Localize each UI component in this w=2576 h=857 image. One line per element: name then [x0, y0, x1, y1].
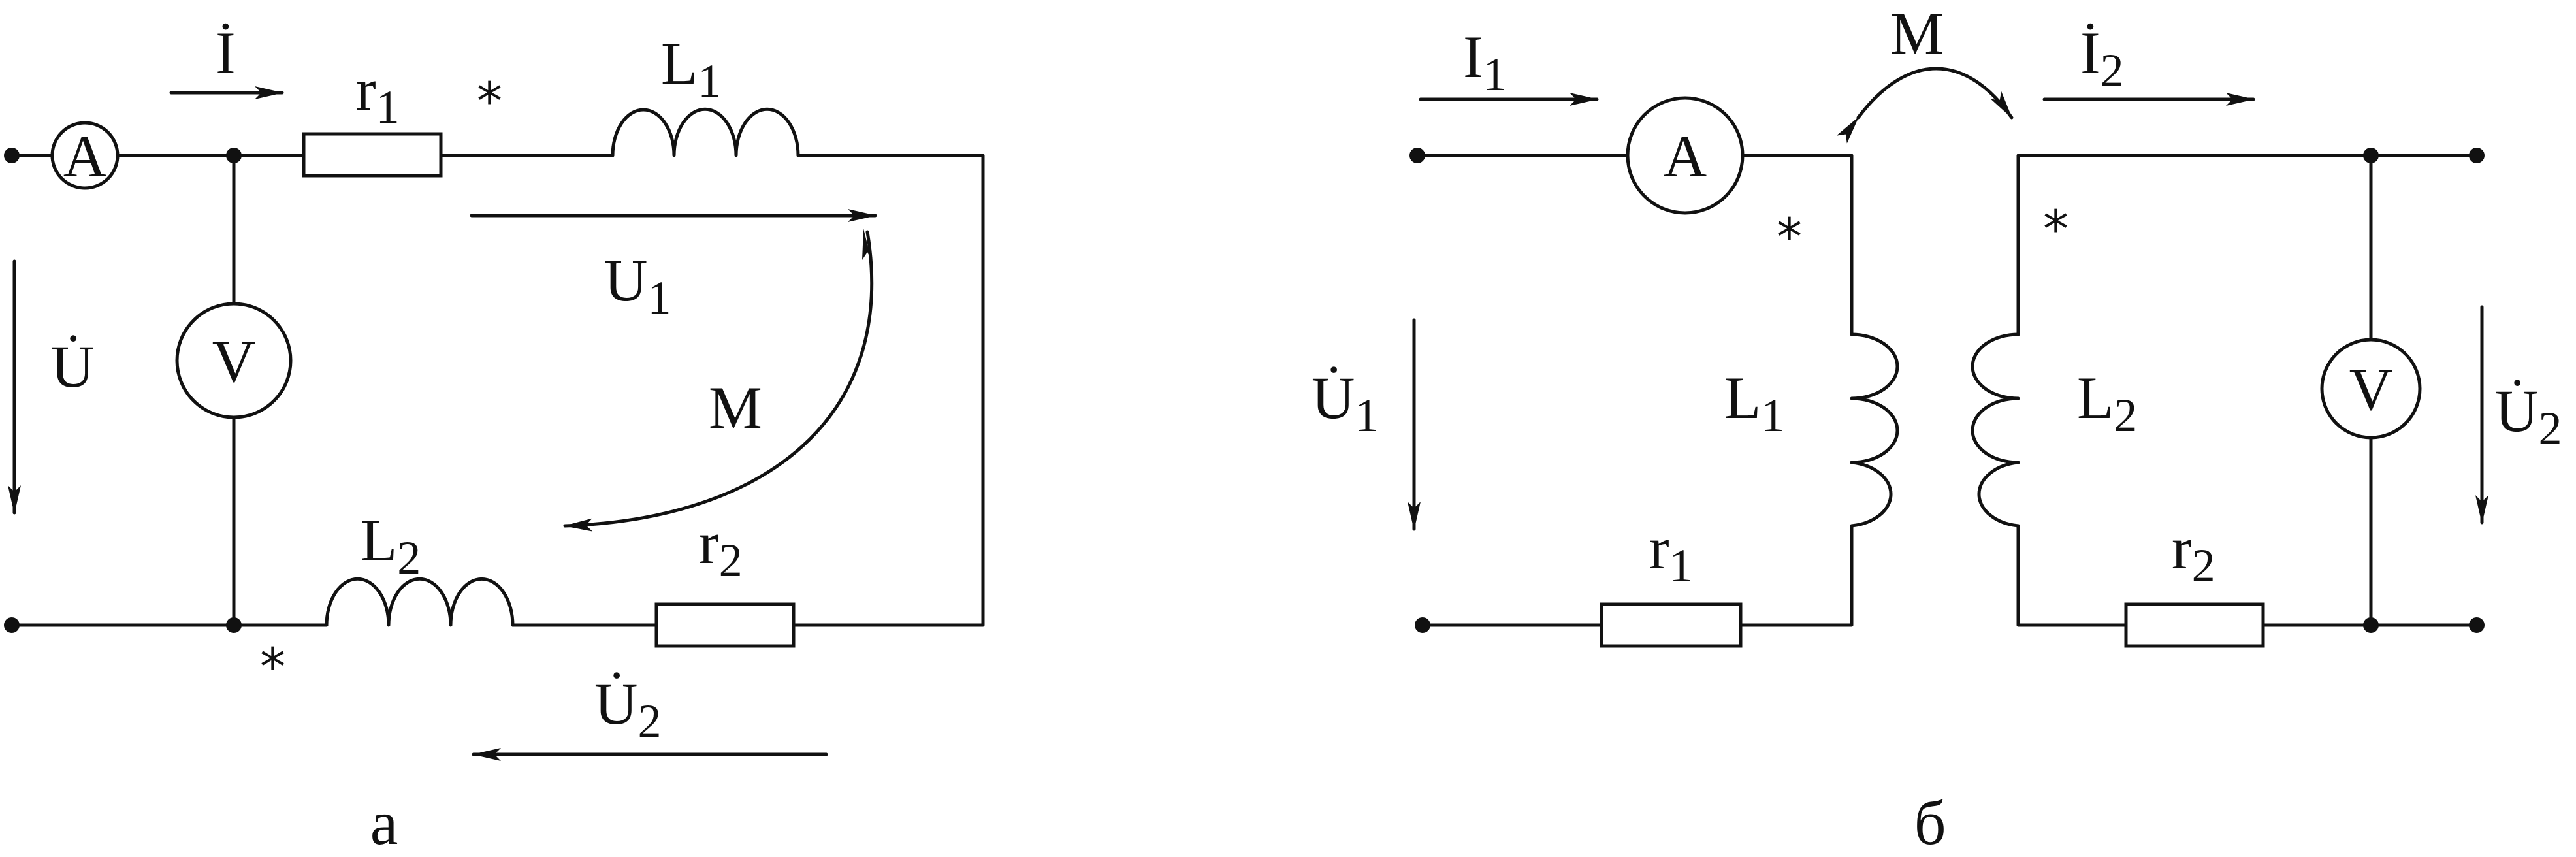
a-top-wire [10, 154, 985, 627]
b-terminal-in-top [1409, 148, 1425, 163]
b-junction-top [2363, 148, 2379, 163]
b-secondary-top-wire [2016, 154, 2479, 336]
a-inductor-l2 [325, 577, 515, 627]
a-dot-mark-l1: * [477, 73, 502, 131]
a-inductor-l1 [611, 107, 800, 157]
a-ammeter: A [50, 121, 120, 190]
b-junction-bottom [2363, 617, 2379, 633]
b-u2-label: U̇2 [2495, 378, 2562, 455]
a-junction-bottom [226, 617, 242, 633]
svg-text:A: A [1664, 123, 1707, 189]
b-terminal-out-bottom [2469, 617, 2485, 633]
a-mutual-label: M [709, 374, 762, 441]
b-voltmeter: V [2320, 338, 2422, 440]
b-resistor-r1 [1600, 602, 1743, 648]
b-l2-label: L2 [2077, 364, 2137, 442]
a-u2-label: U̇2 [594, 670, 661, 747]
b-dot-mark-l2: * [2043, 201, 2069, 259]
b-ammeter: A [1626, 96, 1745, 215]
svg-text:V: V [2349, 356, 2392, 423]
a-current-label: İ [216, 20, 236, 86]
b-resistor-r2 [2124, 602, 2265, 648]
b-i2-label: İ2 [2080, 20, 2124, 97]
a-mutual-arrow [563, 230, 874, 532]
b-dot-mark-l1: * [1777, 208, 1802, 267]
svg-text:V: V [212, 328, 255, 395]
a-terminal-top [4, 148, 20, 163]
svg-text:A: A [63, 123, 106, 189]
a-mutual-arrow-head-top [862, 229, 871, 260]
b-u1-label: U̇1 [1312, 364, 1378, 442]
a-caption: а [370, 788, 398, 857]
b-r1-label: r1 [1649, 515, 1693, 592]
a-resistor-r1 [302, 132, 443, 178]
a-voltmeter: V [175, 302, 293, 419]
b-inductor-l2 [1971, 332, 2020, 528]
a-l1-label: L1 [661, 30, 721, 107]
a-l2-label: L2 [361, 507, 421, 584]
b-mutual-label: M [1890, 0, 1944, 67]
b-i1-label: I1 [1463, 24, 1507, 101]
diagram-b: A V I1 M İ2 * * U̇1 L1 [1312, 0, 2562, 857]
b-caption: б [1914, 788, 1946, 857]
a-r1-label: r1 [356, 56, 400, 133]
b-inductor-l1 [1850, 332, 1899, 528]
b-r2-label: r2 [2172, 515, 2215, 592]
b-terminal-in-bottom [1415, 617, 1430, 633]
a-voltage-label: U̇ [51, 333, 94, 400]
a-junction-top [226, 148, 242, 163]
b-primary-bottom-wire [1421, 524, 1854, 627]
b-mutual-arrow [1836, 67, 2014, 144]
a-resistor-r2 [654, 602, 796, 648]
b-l1-label: L1 [1724, 364, 1784, 442]
a-terminal-bottom [4, 617, 20, 633]
b-primary-top-wire [1415, 154, 1854, 336]
b-terminal-out-top [2469, 148, 2485, 163]
a-r2-label: r2 [699, 509, 743, 587]
diagram-a: A V İ r1 * L1 U [4, 20, 985, 857]
a-u1-label: U1 [604, 247, 671, 324]
a-dot-mark-l2: * [260, 638, 285, 697]
